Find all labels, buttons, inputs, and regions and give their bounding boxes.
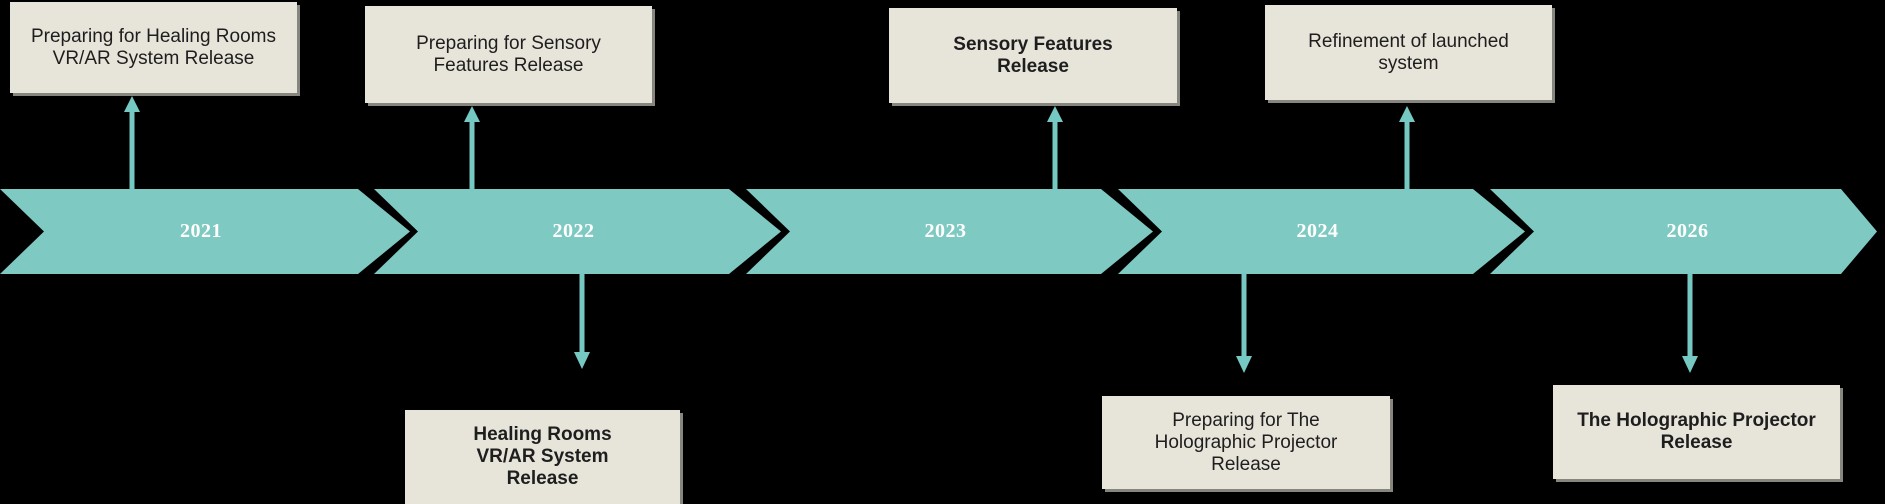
year-label-2026: 2026	[1666, 220, 1709, 242]
arrow-down-2024-event	[1236, 273, 1252, 373]
event-box-sensory-features-release: Sensory Features Release	[889, 8, 1177, 103]
event-box-healing-rooms-release: Healing Rooms VR/AR System Release	[405, 410, 680, 504]
event-box-line: Healing Rooms	[473, 424, 612, 445]
event-box-line: Release	[506, 468, 579, 489]
chevron-2026	[1490, 189, 1877, 274]
chevron-2021	[0, 189, 410, 274]
arrow-down-2022-event	[574, 273, 590, 369]
year-label-2022: 2022	[552, 220, 595, 242]
event-box-holographic-projector-release: The Holographic Projector Release	[1553, 385, 1840, 479]
chevron-2022	[374, 189, 781, 274]
event-box-line: Release	[1660, 432, 1733, 453]
chevron-2023	[746, 189, 1153, 274]
event-box-line: Refinement of launched	[1308, 30, 1509, 52]
event-box-line: system	[1378, 52, 1439, 74]
event-box-line: The Holographic Projector	[1577, 410, 1816, 431]
year-label-2023: 2023	[924, 220, 967, 242]
chevron-2024	[1118, 189, 1525, 274]
event-box-line: Preparing for The	[1172, 409, 1320, 431]
event-box-line: Holographic Projector	[1154, 431, 1338, 453]
arrow-down-2026-event	[1682, 273, 1698, 373]
arrow-up-2023-event	[1047, 106, 1063, 190]
event-box-line: Release	[997, 55, 1069, 77]
event-box-line: Release	[1211, 453, 1281, 475]
event-box-preparing-healing-rooms: Preparing for Healing Rooms VR/AR System…	[10, 2, 297, 93]
event-box-line: Preparing for Healing Rooms	[30, 25, 276, 47]
event-box-line: VR/AR System	[476, 446, 609, 467]
event-box-line: VR/AR System Release	[52, 47, 255, 69]
event-box-line: Sensory Features	[953, 33, 1113, 55]
event-box-line: Features Release	[433, 54, 584, 76]
year-label-2024: 2024	[1296, 220, 1339, 242]
arrow-up-2022-event	[464, 106, 480, 190]
event-box-preparing-sensory-features: Preparing for Sensory Features Release	[365, 6, 652, 103]
arrow-up-2024-event	[1399, 106, 1415, 190]
year-label-2021: 2021	[180, 220, 222, 242]
event-box-preparing-holographic-projector: Preparing for The Holographic Projector …	[1102, 396, 1390, 489]
event-box-refinement-of-launched-system: Refinement of launched system	[1265, 5, 1552, 100]
arrow-up-2021-event	[124, 96, 140, 190]
event-box-line: Preparing for Sensory	[416, 32, 601, 54]
